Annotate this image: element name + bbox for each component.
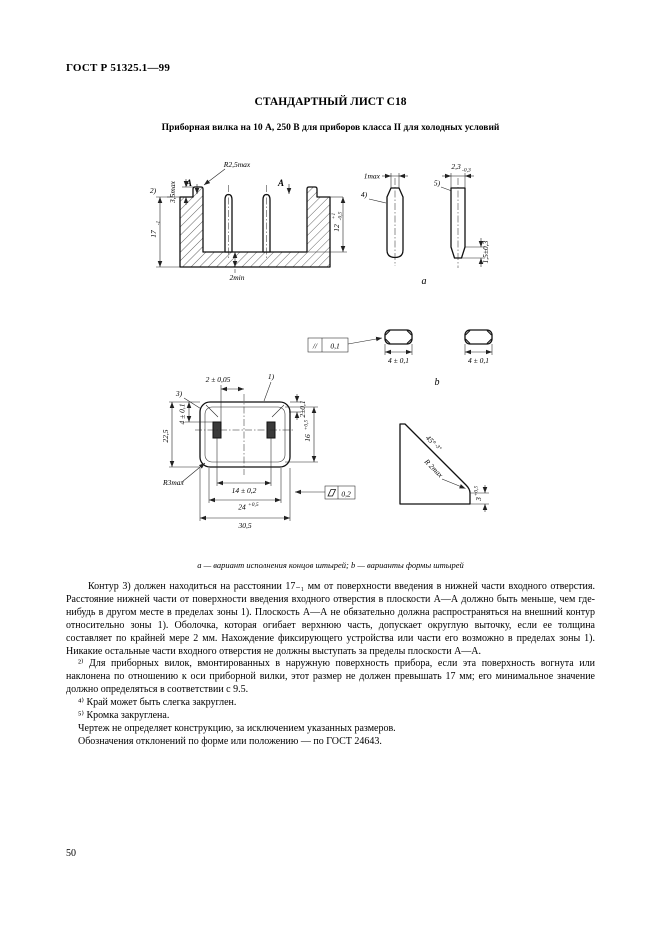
dim-16-tol-label: +0,5 [304,419,310,430]
dim-305-label: 30,5 [237,521,251,530]
sublabel-b: b [435,377,440,388]
section-view-drawing: A A R2,5max 3,5max 2) 17 -1 2min 12 +1 -… [149,160,347,282]
dim-35max-label: 3,5max [168,180,177,204]
dim-r3-label: R3max [162,478,184,487]
face-outline [199,401,291,468]
flatness-symbol [327,489,337,497]
body-text: Контур 3) должен находиться на расстояни… [66,581,595,749]
pin-cross-section-right [464,329,493,345]
dim-24-tol-label: +0,5 [248,502,259,508]
pin-cross-sections-drawing: // 0,1 4 ± 0,1 4 ± 0,1 b [307,329,493,388]
page-number: 50 [66,848,76,859]
body-paragraph-2: ²⁾ Для приборных вилок, вмонтированных в… [66,658,595,696]
corner-detail-drawing: 45° -3° R 2max 3 +0,5 [399,423,489,512]
parallelism-value: 0,1 [330,342,339,351]
dim-24-label: 24 [238,503,246,512]
parallelism-tolerance-frame [307,337,349,353]
body-paragraph-1: Контур 3) должен находиться на расстояни… [66,581,595,657]
note-3-label: 3) [175,389,183,398]
figure-caption: а — вариант исполнения концов штырей; b … [197,560,464,570]
dim-14-label: 14 ± 0,2 [232,486,257,495]
base-hatch [180,252,330,267]
dim-3-tol-label: +0,5 [474,485,480,496]
dim-201-label: 2±0,1 [298,400,307,417]
sublabel-a: a [422,276,427,287]
parallelism-symbol: // [312,342,318,351]
body-paragraph-4: ⁵⁾ Кромка закруглена. [78,710,170,722]
dim-2005-label: 2 ± 0,05 [206,375,231,384]
note-4-label: 4) [361,190,368,199]
dim-15-label: 1,5±0,3 [481,240,490,263]
dim-12-label: 12 [332,224,341,232]
body-paragraph-5: Чертеж не определяет конструкцию, за иск… [78,722,396,734]
dim-23-label: 2,3 [451,162,461,171]
section-label-a-left: A [185,178,192,188]
dim-2min-label: 2min [230,273,245,282]
dim-225-label: 22,5 [161,429,170,442]
pin-cross-section-left [384,329,413,345]
dim-r25-label: R2,5max [223,160,251,169]
flatness-tolerance-frame [324,485,356,500]
dim-1max-label: 1max [364,172,381,181]
dim-17-label: 17 [149,230,158,238]
body-paragraph-3: ⁴⁾ Край может быть слегка закруглен. [78,697,237,709]
left-wall-hatch [180,197,203,267]
dim-angle-tol-label: -3° [433,442,443,452]
note-1-label: 1) [268,372,275,381]
dim-4-label: 4 ± 0,1 [178,404,187,425]
inlet-body-outline [179,186,331,268]
pin-variant-left [386,187,404,259]
dim-4b-label: 4 ± 0,1 [468,356,489,365]
section-label-a-right: A [277,178,284,188]
right-wall-hatch [307,197,330,267]
sheet-title: СТАНДАРТНЫЙ ЛИСТ С18 [254,96,407,108]
body-paragraph-6: Обозначения отклонений по форме или поло… [78,735,382,747]
dim-4a-label: 4 ± 0,1 [388,356,409,365]
dim-12-tol-top-label: +1 [331,213,337,220]
face-inner-contour [204,406,286,463]
pin-end-variants-drawing: 1max 4) 2,3 -0,3 5) 1,5±0,3 a [361,162,490,287]
corner-outline [399,423,471,505]
face-view-drawing: 2 ± 0,05 1) 3) 4 ± 0,1 22,5 2±0,1 16 +0,… [161,372,356,530]
note-5-label: 5) [434,179,441,188]
dim-12-tol-bot-label: -0,5 [338,211,344,220]
technical-drawing: A A R2,5max 3,5max 2) 17 -1 2min 12 +1 -… [149,160,493,530]
dim-16-label: 16 [303,434,312,442]
sheet-subtitle: Приборная вилка на 10 А, 250 В для прибо… [161,123,500,133]
doc-standard-number: ГОСТ Р 51325.1—99 [66,62,171,74]
dim-17-tol-label: -1 [156,220,162,225]
note-2-label: 2) [150,186,157,195]
dim-3-label: 3 [474,497,483,502]
dim-23-tol-label: -0,3 [462,168,471,174]
flatness-value: 0,2 [341,490,351,499]
